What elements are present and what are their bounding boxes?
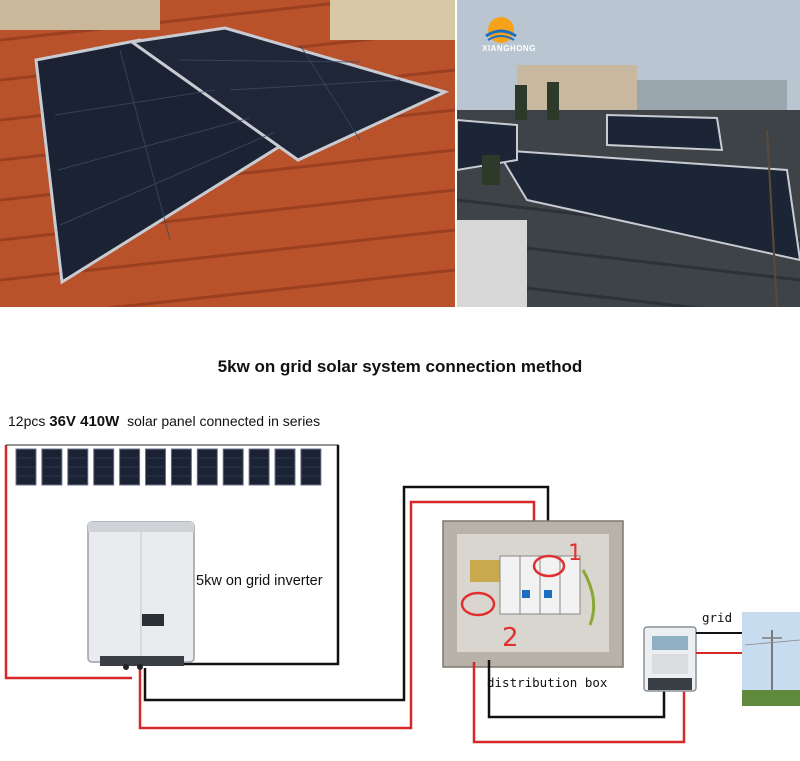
annotation-circle-1 xyxy=(532,554,566,578)
brand-logo-text: XIANGHONG xyxy=(482,44,536,53)
inverter-display-screen xyxy=(142,614,164,626)
page-title: 5kw on grid solar system connection meth… xyxy=(217,357,583,376)
dc-positive-wire xyxy=(4,445,132,680)
roof-photo-installers: XIANGHONG xyxy=(457,0,800,307)
utility-grid-picture xyxy=(742,612,800,706)
dc-negative-wire xyxy=(152,445,340,666)
ac-neutral-wire xyxy=(143,485,550,702)
solar-panel-row xyxy=(15,448,322,486)
inverter-label: 5kw on grid inverter xyxy=(196,573,323,589)
roof-photo-tile xyxy=(0,0,455,307)
panel-spec: 36V 410W xyxy=(49,413,120,430)
energy-meter xyxy=(643,626,697,692)
ac-live-wire xyxy=(138,500,536,730)
circuit-breakers xyxy=(499,555,581,615)
panel-caption-suffix: solar panel connected in series xyxy=(127,413,321,429)
annotation-mark-1: 1 xyxy=(568,541,582,566)
inverter xyxy=(87,521,195,670)
box-to-meter-neutral xyxy=(487,660,666,719)
terminal-block xyxy=(470,560,500,582)
panel-caption: 12pcs 36V 410W solar panel connected in … xyxy=(8,413,320,430)
annotation-circle-2 xyxy=(460,591,496,617)
box-to-meter-live xyxy=(472,662,686,744)
sun-logo-icon xyxy=(485,17,517,43)
distribution-box-label: distribution box xyxy=(487,675,608,690)
brand-logo: XIANGHONG xyxy=(479,14,539,53)
annotation-mark-2: 2 xyxy=(502,623,519,653)
panel-count: 12pcs xyxy=(8,413,46,429)
grid-label: grid xyxy=(702,610,733,625)
